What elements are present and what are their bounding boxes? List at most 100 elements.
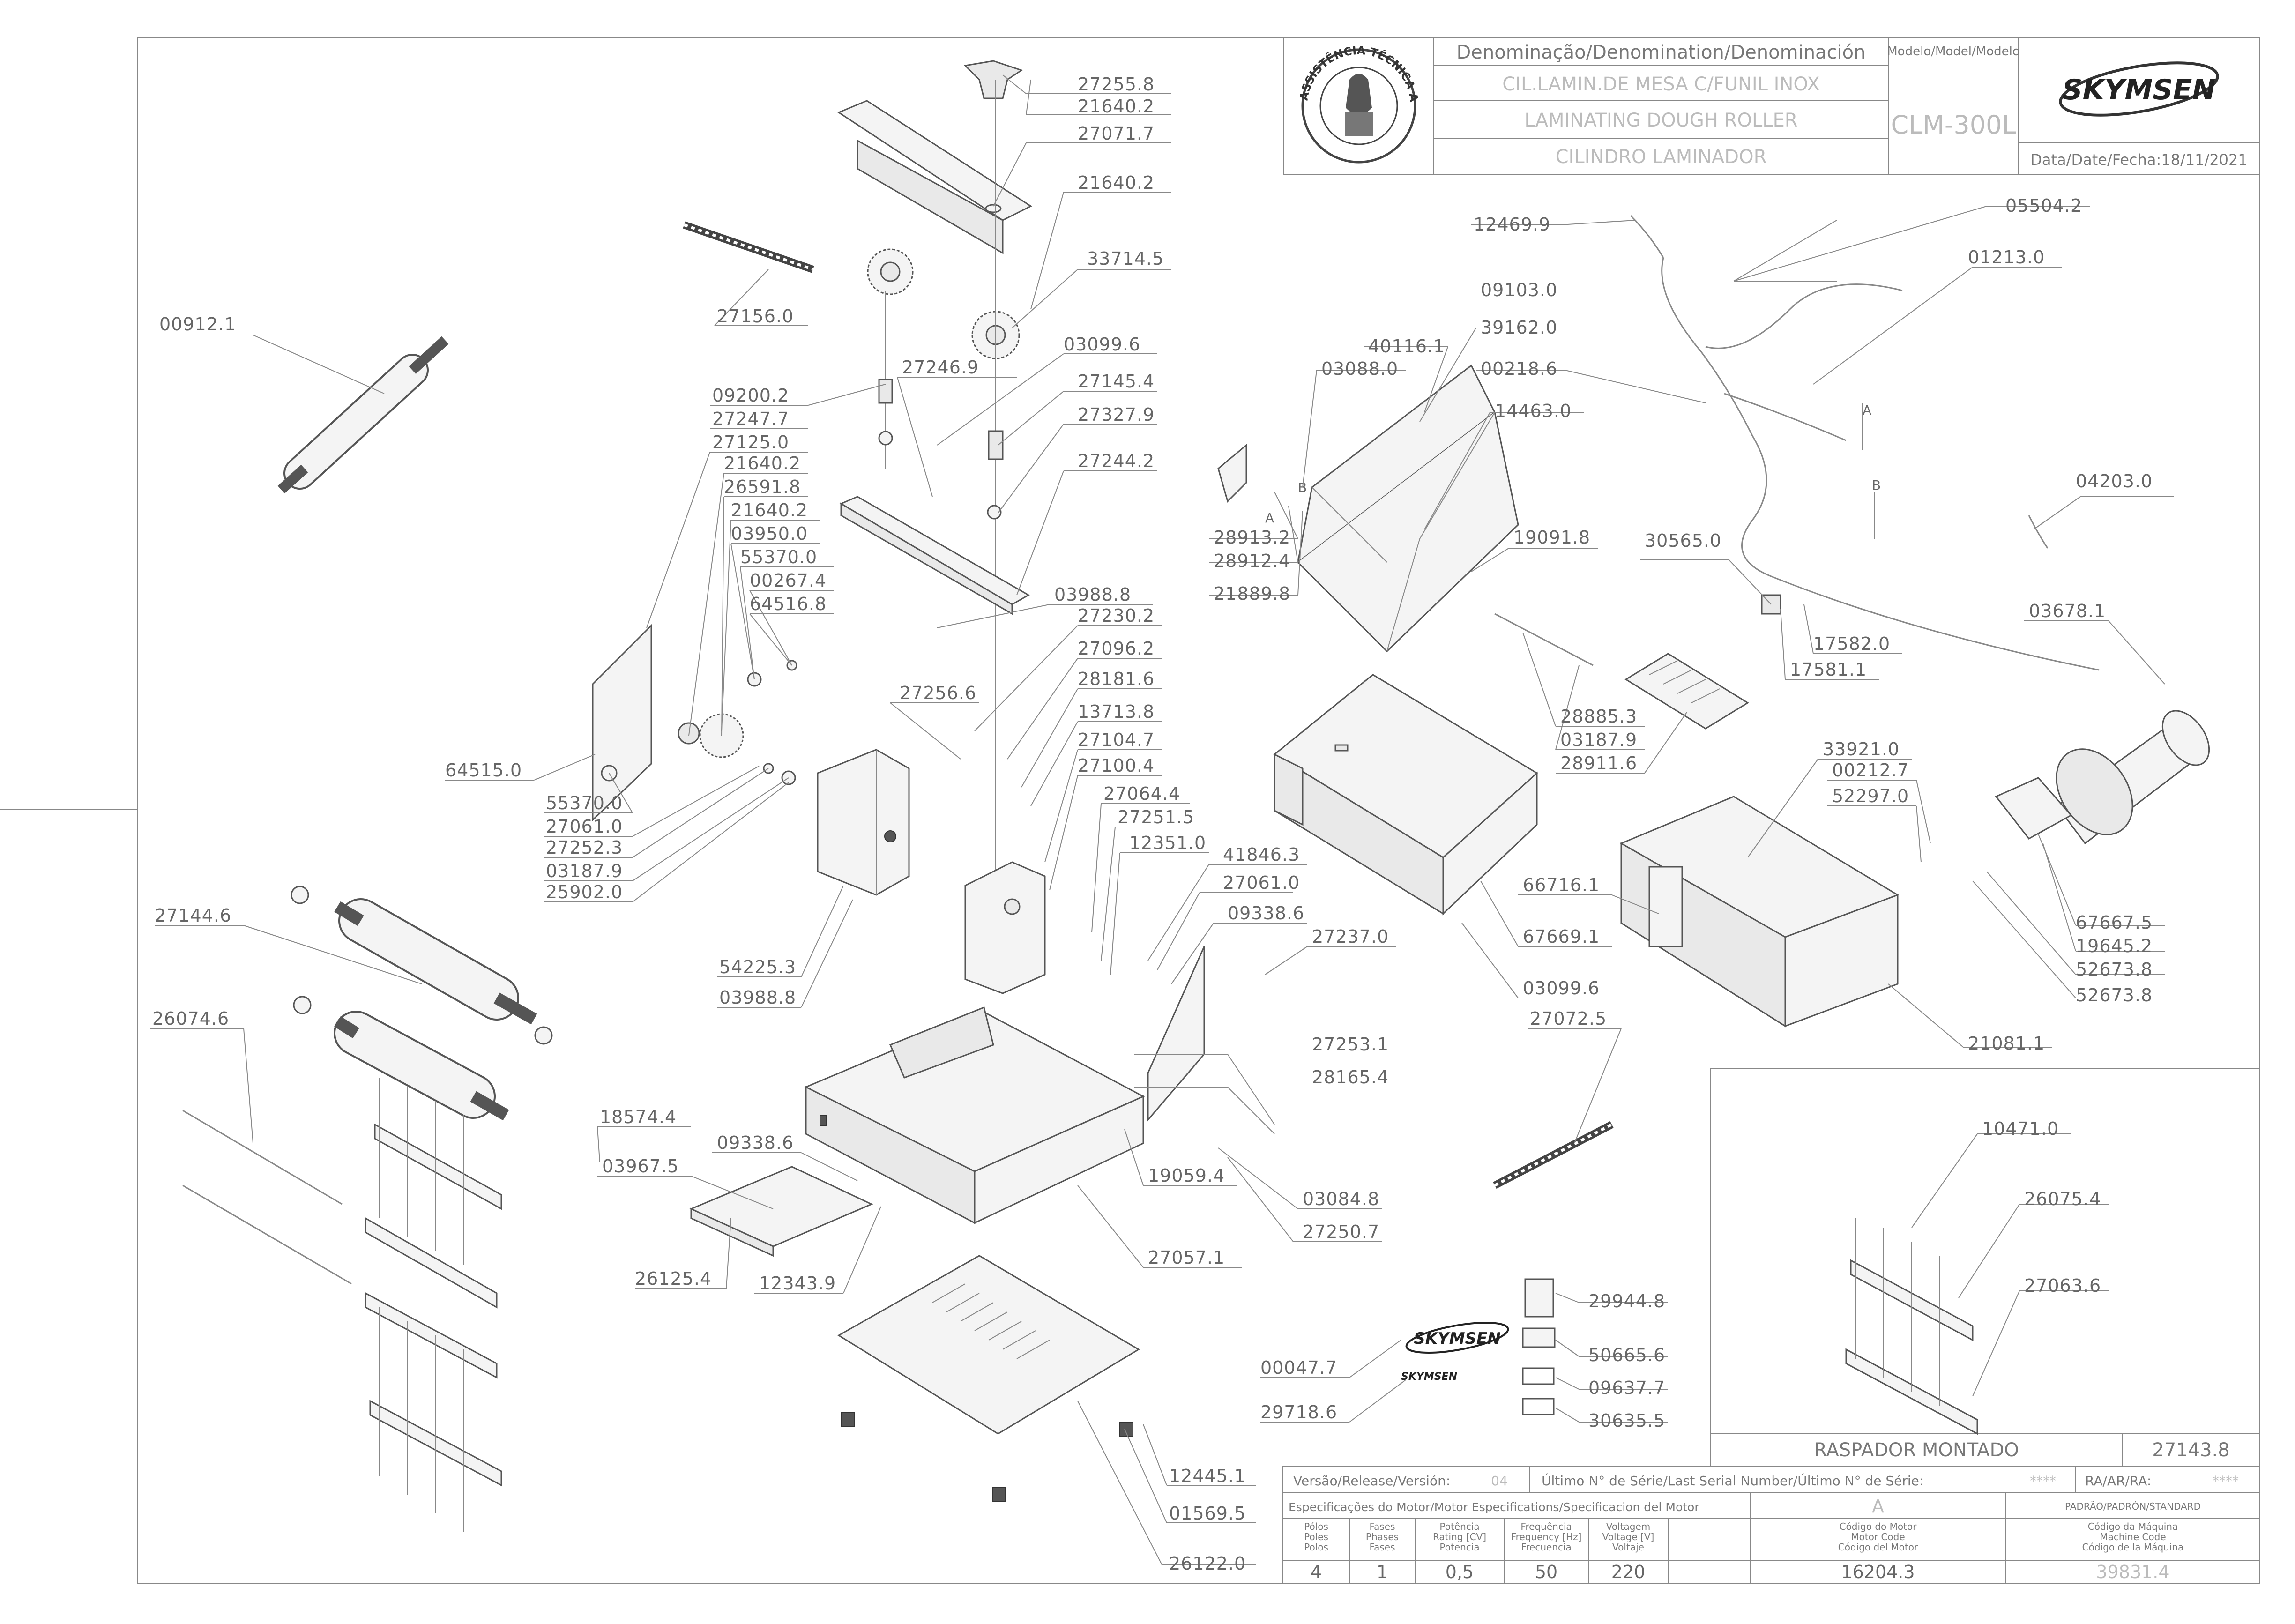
callout-12351-0: 12351.0	[1129, 833, 1206, 853]
drawing-frame	[137, 37, 2260, 1584]
callout-26125-4: 26125.4	[635, 1268, 712, 1289]
callout-09338-6b: 09338.6	[717, 1132, 794, 1153]
left-side-plate	[592, 624, 652, 822]
authorized-service-seal: ASSISTÊNCIA TÉCNICA AUTORIZADA	[0, 0, 1421, 164]
dough-tray	[689, 1166, 873, 1257]
col-poles-value: 4	[1311, 1562, 1322, 1582]
callout-03084-8: 03084.8	[1303, 1189, 1379, 1209]
vent-cover	[1624, 653, 1749, 730]
rubber-foot	[841, 1412, 1133, 1502]
callout-28165-4: 28165.4	[1312, 1067, 1389, 1088]
scraper-code: 27143.8	[2152, 1439, 2229, 1461]
scraper-detail-box: RASPADOR MONTADO 27143.8	[1710, 1068, 2260, 1467]
col-rating-value: 0,5	[1446, 1562, 1474, 1582]
callout-27144-6: 27144.6	[155, 905, 231, 926]
callout-26591-8: 26591.8	[724, 477, 801, 497]
date-text: Data/Date/Fecha:18/11/2021	[2030, 151, 2248, 169]
sprocket-left	[867, 248, 914, 295]
bushing	[878, 379, 893, 404]
brand-text: SKYMSEN	[2062, 74, 2215, 106]
callout-12445-1: 12445.1	[1169, 1466, 1246, 1486]
callout-01213-0: 01213.0	[1968, 247, 2045, 268]
callout-28885-3: 28885.3	[1560, 706, 1637, 727]
serial-value: ****	[2030, 1473, 2056, 1489]
callout-29718-6: 29718.6	[1260, 1402, 1337, 1423]
callout-27057-1: 27057.1	[1148, 1247, 1225, 1268]
callout-55370-0b: 55370.0	[546, 793, 623, 813]
callout-67667-5: 67667.5	[2076, 912, 2153, 933]
washer-2	[987, 505, 1002, 520]
base-tray	[804, 1006, 1145, 1224]
callout-40116-1: 40116.1	[1368, 336, 1445, 357]
scraper-rod-2	[182, 1184, 352, 1285]
name-pt: CIL.LAMIN.DE MESA C/FUNIL INOX	[1502, 74, 1819, 95]
callout-27064-4: 27064.4	[1103, 783, 1180, 804]
callout-00218-6: 00218.6	[1481, 358, 1557, 379]
callout-33714-5: 33714.5	[1087, 248, 1164, 269]
callout-27247-7: 27247.7	[712, 409, 789, 429]
brand-sticker-small: SKYMSEN	[1401, 1371, 1457, 1383]
denomination-label: Denominação/Denomination/Denominación	[1456, 42, 1865, 63]
callout-27327-9: 27327.9	[1078, 404, 1155, 425]
ra-value: ****	[2213, 1473, 2239, 1489]
skymsen-logo: SKYMSEN	[2059, 61, 2219, 117]
callout-04203-0: 04203.0	[2076, 471, 2153, 492]
callout-00047-7: 00047.7	[1260, 1357, 1337, 1378]
threaded-rod	[1494, 613, 1594, 666]
bottom-title-block: Versão/Release/Versión: 04 Último N° de …	[1282, 1466, 2260, 1584]
col-phases-value: 1	[1377, 1562, 1388, 1582]
label-stickers	[1522, 1278, 1556, 1415]
name-en: LAMINATING DOUGH ROLLER	[1524, 110, 1797, 131]
col-motor-code-value: 16204.3	[1841, 1562, 1915, 1582]
callout-00212-7: 00212.7	[1832, 760, 1909, 781]
serial-label: Último N° de Série/Last Serial Number/Úl…	[1542, 1473, 1923, 1489]
callout-27251-5: 27251.5	[1118, 807, 1194, 827]
ra-label: RA/AR/RA:	[2085, 1473, 2151, 1489]
callout-27061-0b: 27061.0	[546, 816, 623, 837]
scraper-rod-1	[182, 1110, 343, 1205]
callout-27071-7: 27071.7	[1078, 123, 1155, 144]
callout-28912-4: 28912.4	[1214, 551, 1290, 571]
callout-64516-8: 64516.8	[750, 594, 827, 614]
seal-text: ASSISTÊNCIA TÉCNICA AUTORIZADA	[0, 0, 1421, 103]
right-frame-block	[964, 861, 1046, 994]
callout-30565-0: 30565.0	[1645, 530, 1721, 551]
callout-28911-6: 28911.6	[1560, 753, 1637, 774]
scraper-assembly-1	[365, 1078, 502, 1309]
callout-30635-5: 30635.5	[1588, 1410, 1665, 1431]
callout-27156-0: 27156.0	[717, 306, 794, 327]
col-voltage-value: 220	[1611, 1562, 1646, 1582]
callout-67669-1: 67669.1	[1523, 926, 1600, 947]
callout-55370-0a: 55370.0	[740, 547, 817, 567]
skymsen-sticker-small: SKYMSEN	[1401, 1371, 1457, 1383]
callout-14463-0: 14463.0	[1495, 401, 1572, 421]
dough-roller-shaft	[277, 336, 449, 494]
callout-scraper-26075-4: 26075.4	[2024, 1189, 2101, 1209]
callout-05504-2: 05504.2	[2005, 195, 2082, 216]
part-number-callouts: 27255.8 21640.2 27071.7 21640.2 33714.5 …	[152, 74, 2153, 1574]
callout-52673-8b: 52673.8	[2076, 985, 2153, 1006]
scraper-title: RASPADOR MONTADO	[1814, 1439, 2019, 1461]
col-frequency-value: 50	[1535, 1562, 1557, 1582]
callout-41846-3: 41846.3	[1223, 844, 1300, 865]
right-side-plate	[1147, 946, 1205, 1122]
spacer	[988, 430, 1004, 460]
electrical-box	[1619, 796, 1900, 1028]
callout-27252-3: 27252.3	[546, 837, 623, 858]
callout-27250-7: 27250.7	[1303, 1222, 1379, 1242]
callout-39162-0: 39162.0	[1481, 317, 1557, 338]
callout-17581-1: 17581.1	[1790, 659, 1867, 680]
scraper-assembly-2	[365, 1292, 502, 1532]
model-value: CLM-300L	[1891, 110, 2016, 140]
callout-03088-0: 03088.0	[1321, 358, 1398, 379]
callout-03099-6b: 03099.6	[1523, 978, 1600, 998]
callout-19645-2: 19645.2	[2076, 936, 2153, 956]
electric-motor	[1995, 710, 2210, 845]
callout-21640-2c: 21640.2	[724, 453, 801, 474]
release-label: Versão/Release/Versión:	[1293, 1473, 1450, 1489]
